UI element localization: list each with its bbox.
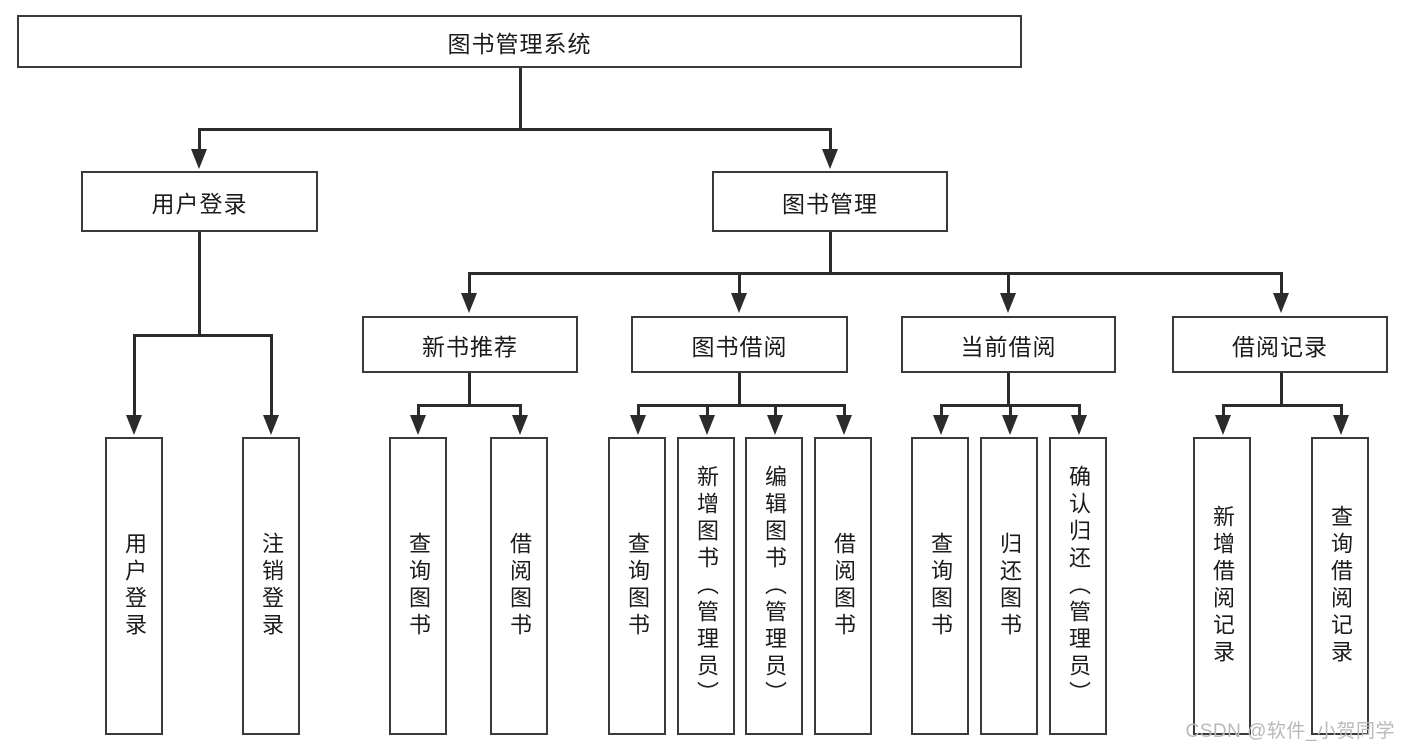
arrow-current-to-leaf3 [1071,415,1087,435]
leaf-edit-book-admin[interactable]: 编辑图书（管理员） [745,437,803,735]
leaf-borrow-book-recommend[interactable]: 借阅图书 [490,437,548,735]
arrow-current-to-leaf2 [1002,415,1018,435]
connector-newbook-to-leaf2 [519,404,522,417]
arrow-login-to-leaf1 [126,415,142,435]
connector-borrow-to-leaf4 [843,404,846,417]
leaf-label: 借阅图书 [831,532,856,640]
leaf-query-borrow-record[interactable]: 查询借阅记录 [1311,437,1369,735]
connector-login-bar [133,334,272,337]
arrow-borrow-to-leaf1 [630,415,646,435]
connector-root-stem [519,68,522,129]
leaf-query-book-recommend[interactable]: 查询图书 [389,437,447,735]
connector-records-to-leaf2 [1340,404,1343,417]
connector-newbook-to-leaf1 [417,404,420,417]
leaf-query-book-borrow[interactable]: 查询图书 [608,437,666,735]
connector-records-bar [1222,404,1341,407]
leaf-label: 注销登录 [259,532,284,640]
node-label: 图书管理系统 [447,30,592,57]
csdn-watermark: CSDN @软件_小贺同学 [1185,721,1395,742]
connector-login-to-leaf1 [133,334,136,416]
connector-bookmgmt-stem [829,232,832,274]
leaf-label: 查询借阅记录 [1328,505,1353,667]
connector-borrow-stem [738,373,741,406]
arrow-newbook-to-leaf2 [512,415,528,435]
arrow-bookmgmt-to-borrow [731,293,747,313]
leaf-label: 查询图书 [625,532,650,640]
leaf-return-book[interactable]: 归还图书 [980,437,1038,735]
arrow-bookmgmt-to-records [1273,293,1289,313]
connector-bookmgmt-bar [468,272,1282,275]
arrow-bookmgmt-to-current [1000,293,1016,313]
node-label: 新书推荐 [422,333,518,360]
node-book-borrow[interactable]: 图书借阅 [631,316,848,373]
arrow-root-to-login [191,149,207,169]
leaf-label: 新增图书（管理员） [694,464,719,708]
connector-records-stem [1280,373,1283,406]
node-label: 借阅记录 [1232,333,1328,360]
node-root-system[interactable]: 图书管理系统 [17,15,1022,68]
connector-bookmgmt-to-current [1007,272,1010,294]
connector-records-to-leaf1 [1222,404,1225,417]
arrow-borrow-to-leaf3 [767,415,783,435]
connector-borrow-bar [637,404,844,407]
node-label: 图书借阅 [691,333,788,360]
leaf-logout[interactable]: 注销登录 [242,437,300,735]
connector-newbook-bar [417,404,521,407]
node-new-book-recommend[interactable]: 新书推荐 [362,316,578,373]
node-current-borrow[interactable]: 当前借阅 [901,316,1116,373]
connector-current-to-leaf2 [1009,404,1012,417]
connector-login-stem [198,232,201,336]
leaf-label: 查询图书 [406,532,431,640]
leaf-borrow-book[interactable]: 借阅图书 [814,437,872,735]
arrow-borrow-to-leaf2 [699,415,715,435]
leaf-user-login[interactable]: 用户登录 [105,437,163,735]
leaf-label: 新增借阅记录 [1210,505,1235,667]
connector-login-to-leaf2 [270,334,273,416]
connector-root-bar [198,128,830,131]
arrow-current-to-leaf1 [933,415,949,435]
arrow-login-to-leaf2 [263,415,279,435]
connector-bookmgmt-to-borrow [738,272,741,294]
leaf-label: 借阅图书 [507,532,532,640]
arrow-records-to-leaf2 [1333,415,1349,435]
connector-bookmgmt-to-records [1280,272,1283,294]
leaf-query-book-current[interactable]: 查询图书 [911,437,969,735]
leaf-confirm-return-admin[interactable]: 确认归还（管理员） [1049,437,1107,735]
node-borrow-records[interactable]: 借阅记录 [1172,316,1388,373]
arrow-root-to-bookmgmt [822,149,838,169]
leaf-label: 确认归还（管理员） [1066,464,1091,708]
leaf-label: 查询图书 [928,532,953,640]
leaf-label: 用户登录 [122,532,147,640]
leaf-label: 编辑图书（管理员） [762,464,787,708]
node-book-management[interactable]: 图书管理 [712,171,948,232]
node-label: 图书管理 [782,190,878,217]
leaf-add-book-admin[interactable]: 新增图书（管理员） [677,437,735,735]
node-user-login[interactable]: 用户登录 [81,171,318,232]
connector-current-stem [1007,373,1010,406]
leaf-add-borrow-record[interactable]: 新增借阅记录 [1193,437,1251,735]
leaf-label: 归还图书 [997,532,1022,640]
connector-current-to-leaf1 [940,404,943,417]
node-label: 用户登录 [151,190,248,217]
connector-current-to-leaf3 [1078,404,1081,417]
connector-root-to-bookmgmt [829,128,832,150]
node-label: 当前借阅 [960,333,1057,360]
arrow-records-to-leaf1 [1215,415,1231,435]
connector-root-to-login [198,128,201,150]
connector-borrow-to-leaf2 [706,404,709,417]
arrow-borrow-to-leaf4 [836,415,852,435]
connector-borrow-to-leaf1 [637,404,640,417]
connector-bookmgmt-to-newbook [468,272,471,294]
connector-newbook-stem [468,373,471,406]
arrow-newbook-to-leaf1 [410,415,426,435]
arrow-bookmgmt-to-newbook [461,293,477,313]
connector-borrow-to-leaf3 [774,404,777,417]
